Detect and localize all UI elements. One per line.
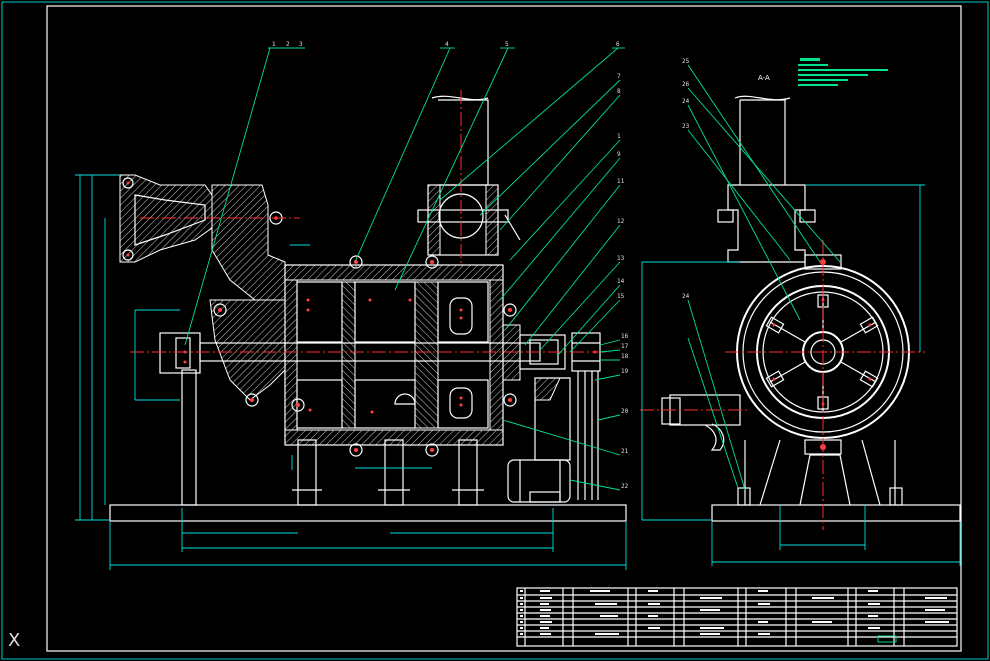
side-label-23: 23 [682, 123, 690, 130]
part-label-9: 9 [617, 151, 621, 158]
discharge-pipe [438, 99, 489, 186]
part-label-17: 17 [621, 343, 629, 350]
dimension-lines [75, 174, 627, 570]
section-title-underline-marks [798, 58, 888, 86]
part-label-19: 19 [621, 368, 629, 375]
part-label-13: 13 [617, 255, 625, 262]
part-number-labels: 1 2 3 4 5 6 7 8 1 9 11 12 13 14 15 16 17… [272, 41, 629, 490]
ucs-axis-icon: X [8, 630, 21, 651]
part-label-15: 15 [617, 293, 625, 300]
part-label-6: 6 [616, 41, 620, 48]
part-label-8: 8 [617, 88, 621, 95]
part-label-5: 5 [505, 41, 509, 48]
side-label-26: 26 [682, 81, 690, 88]
part-label-1: 1 [272, 41, 276, 48]
motor [507, 459, 571, 503]
part-label-11: 11 [617, 178, 625, 185]
part-label-12: 12 [617, 218, 625, 225]
section-label: A-A [758, 74, 770, 82]
side-label-24b: 24 [682, 293, 690, 300]
side-label-24: 24 [682, 98, 690, 105]
base-plate [109, 504, 627, 522]
main-housing [284, 264, 504, 446]
part-label-4: 4 [445, 41, 449, 48]
part-label-1b: 1 [617, 133, 621, 140]
part-label-7: 7 [617, 73, 621, 80]
parts-list-table [516, 587, 958, 647]
part-label-20: 20 [621, 408, 629, 415]
front-section-view [75, 47, 627, 570]
inner-frame [46, 5, 962, 652]
part-label-22: 22 [621, 483, 629, 490]
part-label-2: 2 [286, 41, 290, 48]
part-label-3: 3 [299, 41, 303, 48]
part-label-16: 16 [621, 333, 629, 340]
side-label-25: 25 [682, 58, 690, 65]
part-label-18: 18 [621, 353, 629, 360]
bolt-heads [183, 255, 597, 457]
leader-lines [184, 47, 625, 491]
part-label-14: 14 [617, 278, 625, 285]
table-cell-marks [520, 590, 949, 635]
part-label-21: 21 [621, 448, 629, 455]
side-view-a-a: A-A [640, 58, 961, 566]
